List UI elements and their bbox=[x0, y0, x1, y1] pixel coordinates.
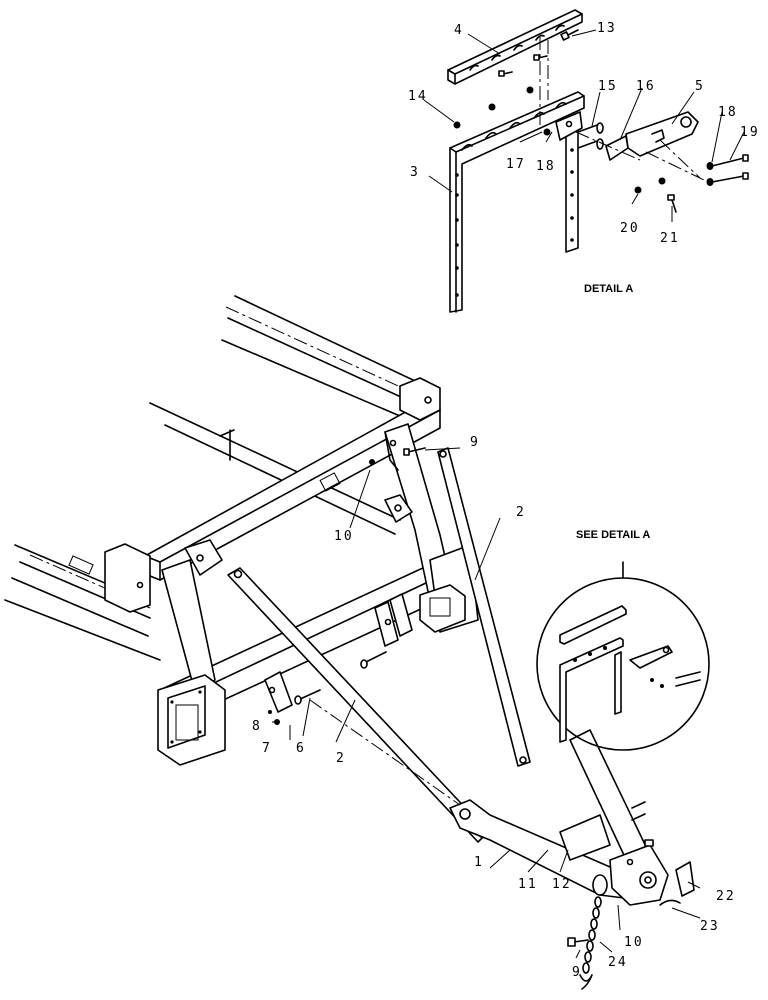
callout-19: 19 bbox=[740, 125, 760, 140]
callout-22: 22 bbox=[716, 889, 736, 904]
callout-23: 23 bbox=[700, 919, 720, 934]
caption-detail-a: DETAIL A bbox=[584, 283, 633, 295]
part-14-nuts bbox=[453, 86, 666, 194]
callout-8: 8 bbox=[252, 719, 262, 734]
part-9-bolt-lower bbox=[567, 937, 589, 947]
upper-bolts bbox=[498, 54, 548, 77]
callout-3: 3 bbox=[410, 165, 420, 180]
see-detail-a-inset bbox=[536, 561, 710, 751]
callout-16: 16 bbox=[636, 79, 656, 94]
callout-9-upper: 9 bbox=[470, 435, 480, 450]
callout-17: 17 bbox=[506, 157, 526, 172]
callout-15: 15 bbox=[598, 79, 618, 94]
part-23-clip bbox=[659, 899, 681, 906]
callout-4: 4 bbox=[454, 23, 464, 38]
callout-21: 21 bbox=[660, 231, 680, 246]
callout-2-lower: 2 bbox=[336, 751, 346, 766]
callout-9-lower: 9 bbox=[572, 965, 582, 980]
detail-a-assembly bbox=[447, 9, 749, 313]
part-24-safety-chain bbox=[579, 874, 608, 990]
leader-lines bbox=[272, 29, 745, 959]
callout-11: 11 bbox=[518, 877, 538, 892]
callout-14: 14 bbox=[408, 89, 428, 104]
callout-6: 6 bbox=[296, 741, 306, 756]
part-13-bolt bbox=[560, 29, 579, 41]
callout-2-upper: 2 bbox=[516, 505, 526, 520]
callout-10-upper: 10 bbox=[334, 529, 354, 544]
part-1-hitch-tongue bbox=[449, 729, 669, 906]
part-4-channel bbox=[447, 9, 583, 85]
caption-see-detail-a: SEE DETAIL A bbox=[576, 529, 650, 541]
callout-24: 24 bbox=[608, 955, 628, 970]
part-19-bolts bbox=[706, 154, 749, 186]
callout-18-left: 18 bbox=[536, 159, 556, 174]
part-17-bracket bbox=[555, 111, 583, 141]
part-22-pin bbox=[675, 861, 695, 897]
callout-20: 20 bbox=[620, 221, 640, 236]
callout-13: 13 bbox=[597, 21, 617, 36]
part-5-lock-plate bbox=[625, 111, 699, 157]
callout-5: 5 bbox=[695, 79, 705, 94]
callout-10-lower: 10 bbox=[624, 935, 644, 950]
main-frame bbox=[4, 295, 479, 766]
callout-18-right: 18 bbox=[718, 105, 738, 120]
callout-7: 7 bbox=[262, 741, 272, 756]
callout-12: 12 bbox=[552, 877, 572, 892]
callout-1: 1 bbox=[474, 855, 484, 870]
part-16-plate bbox=[605, 135, 629, 161]
part-21-bolt bbox=[667, 194, 677, 213]
